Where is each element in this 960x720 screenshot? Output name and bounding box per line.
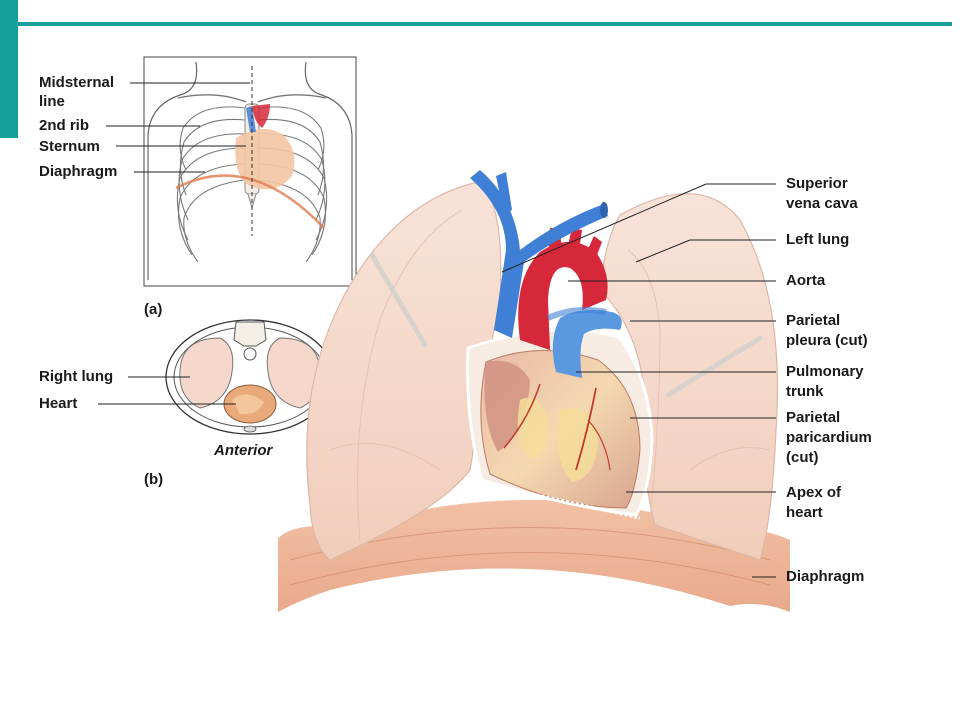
accent-sidebar-bar: [0, 0, 18, 138]
label-pulmonary-trunk-1: Pulmonary: [786, 363, 864, 380]
main-leader-lines: [501, 183, 776, 578]
panel-a-leader-lines: [106, 82, 250, 173]
panel-b-leader-lines: [98, 376, 236, 405]
label-parietal-pleura-2: pleura (cut): [786, 332, 868, 349]
label-superior-vena-cava-1: Superior: [786, 175, 848, 192]
main-thorax-illustration: [278, 170, 790, 612]
label-parietal-pericardium-2: paricardium: [786, 429, 872, 446]
label-2nd-rib: 2nd rib: [39, 117, 90, 134]
label-midsternal-line-2: line: [39, 93, 65, 110]
label-superior-vena-cava-2: vena cava: [786, 195, 858, 212]
label-midsternal-line-1: Midsternal: [39, 74, 115, 91]
label-parietal-pericardium-3: (cut): [786, 449, 819, 466]
label-left-lung: Left lung: [786, 231, 850, 248]
label-parietal-pleura-1: Parietal: [786, 312, 841, 329]
label-diaphragm-a: Diaphragm: [39, 163, 118, 180]
label-diaphragm-main: Diaphragm: [786, 568, 865, 585]
panel-b-cross-section: [165, 319, 335, 435]
label-apex-of-heart-2: heart: [786, 504, 823, 521]
label-apex-of-heart-1: Apex of: [786, 484, 842, 501]
label-sternum: Sternum: [39, 138, 100, 155]
accent-top-rule: [0, 22, 952, 26]
label-right-lung: Right lung: [39, 368, 114, 385]
panel-b-tag: (b): [144, 471, 164, 488]
label-heart: Heart: [39, 395, 78, 412]
label-anterior: Anterior: [214, 442, 273, 459]
label-parietal-pericardium-1: Parietal: [786, 409, 841, 426]
label-aorta: Aorta: [786, 272, 826, 289]
panel-a-tag: (a): [144, 301, 163, 318]
label-pulmonary-trunk-2: trunk: [786, 383, 824, 400]
